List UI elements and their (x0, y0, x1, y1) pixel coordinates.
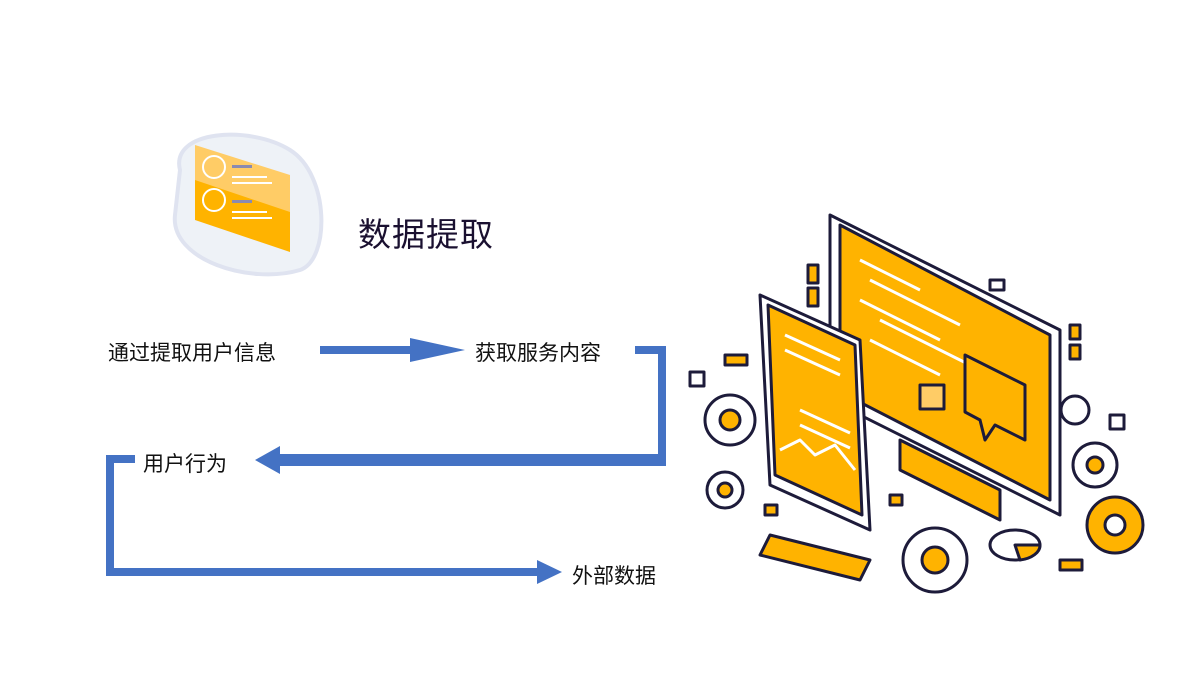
page-title: 数据提取 (358, 215, 494, 254)
step-user-behavior: 用户行为 (143, 452, 227, 476)
step-external-data: 外部数据 (572, 564, 656, 588)
step-get-service-content: 获取服务内容 (475, 341, 601, 365)
arrow-1 (320, 346, 415, 354)
step-extract-user-info: 通过提取用户信息 (108, 341, 276, 365)
arrow-2 (278, 346, 666, 466)
